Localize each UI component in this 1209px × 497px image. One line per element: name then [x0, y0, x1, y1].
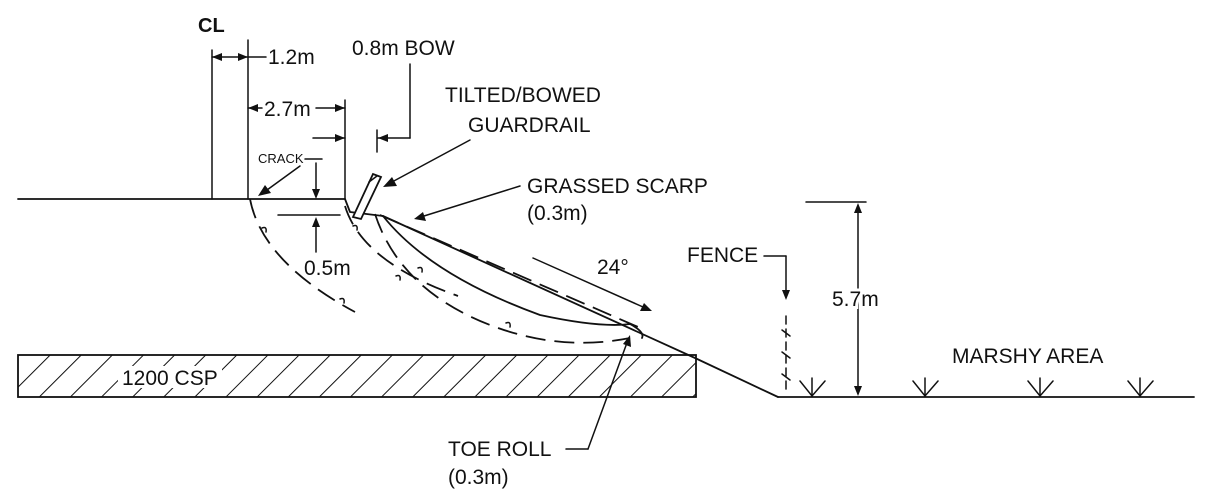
bow-dimension: 0.8m BOW [312, 37, 455, 153]
guardrail-callout: TILTED/BOWED GUARDRAIL [383, 84, 601, 187]
guardrail [351, 172, 383, 221]
marsh-label: MARSHY AREA [952, 345, 1103, 368]
pipe-label: 1200 CSP [122, 367, 218, 390]
marsh-symbols [799, 377, 1154, 398]
settlement-dimension: 0.5m [277, 214, 351, 280]
dim-1-2-label: 1.2m [268, 46, 315, 69]
height-label: 5.7m [832, 288, 879, 311]
guardrail-label-1: TILTED/BOWED [445, 84, 601, 107]
guardrail-label-2: GUARDRAIL [468, 114, 591, 137]
centerline-label: CL [198, 15, 225, 37]
scarp-label-2: (0.3m) [527, 202, 588, 225]
dimension-2-7m: 2.7m [247, 98, 346, 200]
dimension-1-2m: 1.2m [211, 39, 315, 200]
fence-label: FENCE [687, 244, 758, 267]
dim-2-7-label: 2.7m [264, 98, 311, 121]
scarp-callout: GRASSED SCARP (0.3m) [414, 175, 708, 225]
bow-label: 0.8m BOW [352, 37, 455, 60]
centerline-marker: CL [198, 15, 225, 200]
scarp-label-1: GRASSED SCARP [527, 175, 708, 198]
angle-label: 24° [597, 256, 629, 279]
height-dimension: 5.7m [805, 201, 882, 396]
toe-roll-callout: TOE ROLL (0.3m) [448, 335, 631, 489]
fence: FENCE [687, 244, 791, 394]
crack-label: CRACK [258, 151, 304, 166]
crack-callout: CRACK [258, 151, 323, 199]
toe-label-2: (0.3m) [448, 466, 509, 489]
failure-surfaces [249, 198, 646, 344]
dim-0-5-label: 0.5m [304, 257, 351, 280]
slope-angle: 24° [532, 256, 652, 311]
toe-label-1: TOE ROLL [448, 438, 551, 461]
csp-pipe: 1200 CSP [17, 354, 697, 398]
